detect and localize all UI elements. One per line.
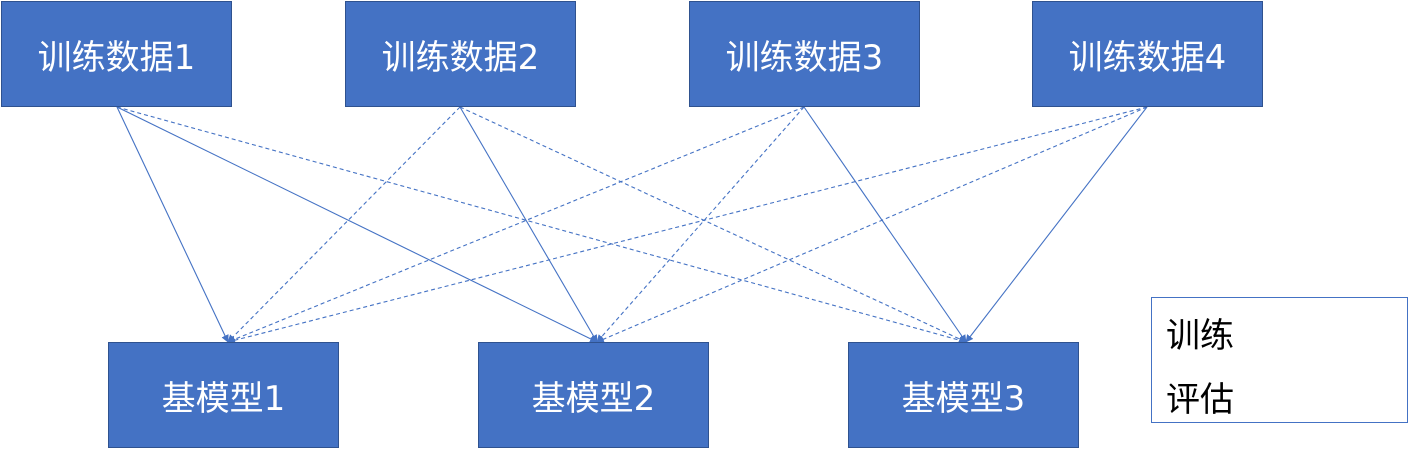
training-data-label: 训练数据2	[381, 37, 540, 78]
training-data-label: 训练数据4	[1068, 37, 1227, 78]
legend-train-label: 训练	[1166, 316, 1234, 356]
train-edge-4-3	[965, 106, 1148, 343]
eval-edge-1-3	[116, 106, 967, 344]
eval-edge-4-1	[227, 106, 1148, 345]
eval-edge-2-3	[459, 106, 967, 343]
legend: 训练 评估	[1151, 297, 1408, 423]
base-model-label: 基模型2	[531, 378, 656, 419]
base-model-box-1: 基模型1	[108, 342, 339, 448]
base-model-box-2: 基模型2	[478, 342, 709, 448]
base-model-label: 基模型1	[161, 378, 286, 419]
eval-edge-2-1	[227, 106, 461, 343]
train-edge-1-2	[116, 106, 598, 343]
base-model-box-3: 基模型3	[848, 342, 1079, 448]
training-data-box-3: 训练数据3	[689, 1, 920, 107]
train-edge-2-2	[459, 106, 598, 343]
eval-edge-3-2	[596, 106, 805, 343]
base-model-label: 基模型3	[901, 378, 1026, 419]
training-data-label: 训练数据1	[37, 37, 196, 78]
eval-edge-4-2	[596, 106, 1148, 343]
training-data-box-1: 训练数据1	[1, 1, 232, 107]
training-data-box-4: 训练数据4	[1032, 1, 1263, 107]
train-edge-1-1	[116, 106, 229, 343]
legend-eval-label: 评估	[1166, 380, 1234, 420]
training-data-box-2: 训练数据2	[345, 1, 576, 107]
training-data-label: 训练数据3	[725, 37, 884, 78]
train-edge-3-3	[803, 106, 967, 343]
eval-edge-3-1	[227, 106, 805, 343]
